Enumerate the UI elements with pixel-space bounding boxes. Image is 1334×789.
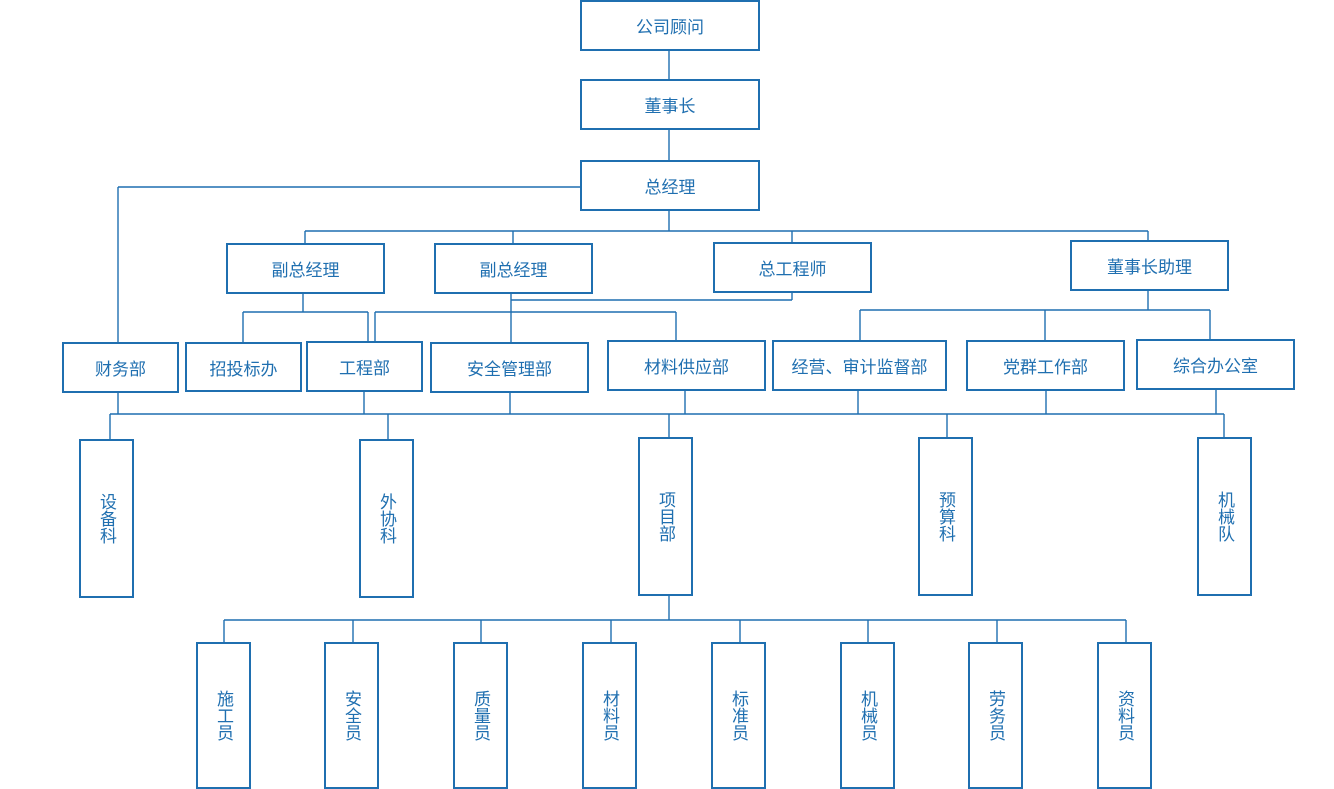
- node-label: 安全管理部: [467, 360, 552, 379]
- node-label: 财务部: [95, 360, 146, 379]
- node-materials-dept: 材料供应部: [607, 340, 766, 391]
- node-standards-staff: 标准员: [711, 642, 766, 789]
- node-records-staff: 资料员: [1097, 642, 1152, 789]
- node-construction-staff: 施工员: [196, 642, 251, 789]
- node-label: 副总经理: [479, 261, 548, 280]
- node-label: 劳务员: [986, 690, 1005, 741]
- node-advisor: 公司顾问: [580, 0, 760, 51]
- node-label: 施工员: [214, 690, 233, 741]
- node-label: 资料员: [1115, 690, 1134, 741]
- node-label: 董事长: [644, 97, 696, 116]
- node-quality-staff: 质量员: [453, 642, 508, 789]
- node-machinery-team: 机械队: [1197, 437, 1252, 596]
- node-label: 工程部: [339, 359, 390, 378]
- node-label: 预算科: [936, 491, 955, 542]
- node-safety-dept: 安全管理部: [430, 342, 589, 393]
- node-party-dept: 党群工作部: [966, 340, 1125, 391]
- node-label: 经营、审计监督部: [791, 358, 928, 377]
- node-label: 外协科: [377, 493, 396, 544]
- node-outsourcing-section: 外协科: [359, 439, 414, 598]
- node-chairman-assistant: 董事长助理: [1070, 240, 1229, 291]
- node-label: 招投标办: [209, 359, 278, 379]
- node-labor-staff: 劳务员: [968, 642, 1023, 789]
- node-engineering-dept: 工程部: [306, 341, 423, 392]
- node-label: 副总经理: [271, 261, 340, 280]
- node-audit-dept: 经营、审计监督部: [772, 340, 947, 391]
- node-bidding-office: 招投标办: [185, 342, 302, 392]
- node-safety-staff: 安全员: [324, 642, 379, 789]
- node-label: 总工程师: [758, 260, 827, 279]
- node-general-manager: 总经理: [580, 160, 760, 211]
- node-machinery-staff: 机械员: [840, 642, 895, 789]
- node-general-office: 综合办公室: [1136, 339, 1295, 390]
- node-finance-dept: 财务部: [62, 342, 179, 393]
- node-label: 材料员: [600, 690, 619, 741]
- node-deputy-gm-2: 副总经理: [434, 243, 593, 294]
- node-label: 安全员: [342, 690, 361, 741]
- node-label: 机械队: [1215, 491, 1234, 542]
- node-chief-engineer: 总工程师: [713, 242, 872, 293]
- node-label: 公司顾问: [636, 18, 704, 37]
- node-budget-section: 预算科: [918, 437, 973, 596]
- node-materials-staff: 材料员: [582, 642, 637, 789]
- node-label: 项目部: [656, 491, 675, 542]
- node-label: 质量员: [471, 690, 490, 741]
- node-label: 综合办公室: [1173, 357, 1258, 376]
- node-label: 标准员: [729, 690, 748, 741]
- node-deputy-gm-1: 副总经理: [226, 243, 385, 294]
- node-label: 机械员: [858, 690, 877, 741]
- node-chairman: 董事长: [580, 79, 760, 130]
- node-label: 总经理: [644, 178, 696, 197]
- node-label: 董事长助理: [1107, 258, 1192, 277]
- node-project-dept: 项目部: [638, 437, 693, 596]
- node-label: 材料供应部: [644, 358, 729, 377]
- node-equipment-section: 设备科: [79, 439, 134, 598]
- node-label: 党群工作部: [1003, 358, 1088, 377]
- node-label: 设备科: [97, 493, 116, 544]
